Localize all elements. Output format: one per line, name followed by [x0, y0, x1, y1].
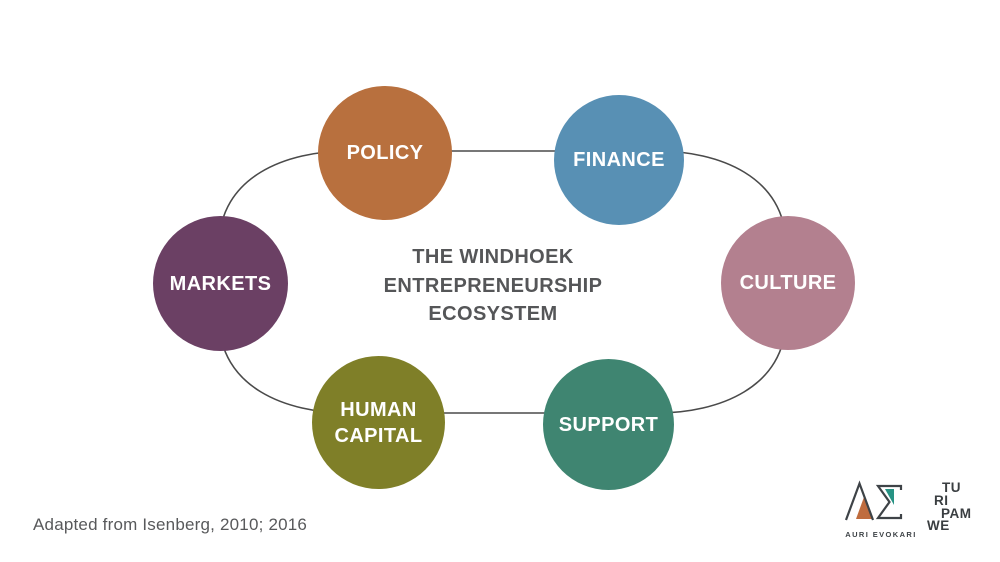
turipamwe-line-4: WE	[927, 518, 950, 534]
turipamwe-line-2: RI	[934, 492, 949, 508]
auri-evokari-wordmark: AURI EVOKARI	[845, 530, 917, 539]
logo-orange-triangle	[856, 497, 872, 519]
node-finance-label: FINANCE	[573, 149, 665, 171]
node-culture: CULTURE	[721, 216, 855, 350]
diagram-title-line-2: ENTREPRENEURSHIP	[383, 274, 603, 297]
node-support-label: SUPPORT	[558, 413, 659, 436]
node-policy: POLICY	[318, 86, 452, 220]
diagram-title-line-1: THE WINDHOEK	[412, 246, 574, 268]
diagram-title: THE WINDHOEK ENTREPRENEURSHIP ECOSYSTEM	[343, 243, 643, 329]
logo-lambda-outline	[844, 480, 875, 521]
turipamwe-line-3: PAM	[941, 505, 972, 521]
node-human-capital-label: HUMAN CAPITAL	[334, 398, 423, 447]
attribution-text: Adapted from Isenberg, 2010; 2016	[33, 515, 308, 534]
auri-evokari-logo-icon	[844, 480, 903, 521]
auri-evokari-logo: AURI EVOKARI	[842, 479, 920, 539]
node-support: SUPPORT	[543, 359, 674, 490]
logo-sigma-outline	[875, 484, 903, 520]
turipamwe-logo: TU RI PAM WE	[927, 480, 972, 534]
node-policy-label: POLICY	[346, 142, 424, 164]
logo-teal-triangle	[885, 489, 894, 505]
node-markets-label: MARKETS	[169, 272, 272, 295]
turipamwe-line-1: TU	[942, 480, 961, 495]
node-human-capital: HUMAN CAPITAL	[312, 356, 445, 489]
diagram-title-line-3: ECOSYSTEM	[428, 303, 558, 326]
node-culture-label: CULTURE	[739, 272, 837, 294]
node-finance: FINANCE	[554, 95, 684, 225]
node-markets: MARKETS	[153, 216, 288, 351]
